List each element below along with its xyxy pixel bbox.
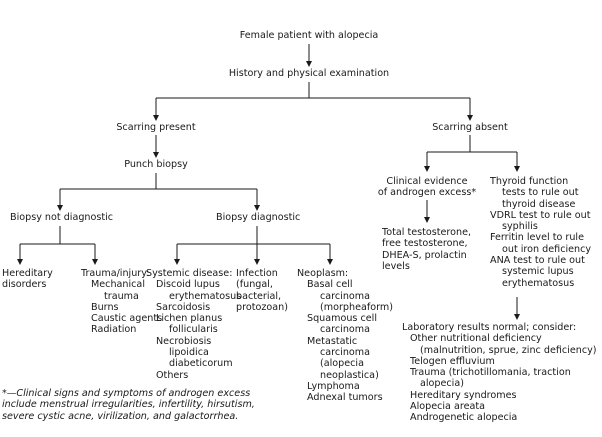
- normal-results-node: Laboratory results normal; consider: Oth…: [402, 322, 597, 424]
- other-tests-line: Thyroid function: [490, 176, 569, 187]
- other-tests-node: Thyroid function tests to rule out thyro…: [490, 176, 591, 289]
- hereditary-line: disorders: [2, 279, 47, 291]
- neoplasm-title: Neoplasm:: [297, 268, 349, 279]
- normal-results-line: alopecia): [420, 378, 464, 390]
- infection-line: bacterial,: [236, 290, 282, 302]
- systemic-item: erythematosus: [169, 290, 242, 302]
- neoplasm-item: Squamous cell: [307, 313, 377, 325]
- androgen-evidence-node: Clinical evidence of androgen excess*: [374, 176, 480, 199]
- other-tests-line: syphilis: [502, 221, 538, 233]
- trauma-item: Caustic agents: [91, 313, 163, 325]
- trauma-item: trauma: [104, 290, 139, 302]
- biopsy-diagnostic-node: Biopsy diagnostic: [216, 212, 300, 223]
- history-label: History and physical examination: [228, 68, 390, 79]
- neoplasm-tail: Lymphoma: [307, 380, 360, 392]
- footnote-line: include menstrual irregularities, infert…: [2, 399, 255, 411]
- trauma-item: Burns: [91, 301, 119, 313]
- systemic-item: Necrobiosis: [156, 335, 212, 347]
- normal-results-line: Hereditary syndromes: [410, 389, 517, 401]
- other-tests-line: VDRL test to rule out: [490, 209, 591, 221]
- normal-results-line: Telogen effluvium: [410, 355, 495, 367]
- other-tests-line: tests to rule out: [502, 187, 579, 199]
- other-tests-line: systemic lupus: [502, 266, 574, 278]
- systemic-item: lipoidica: [169, 347, 209, 359]
- biopsy-diagnostic-label: Biopsy diagnostic: [216, 212, 301, 223]
- neoplasm-item: carcinoma: [320, 347, 371, 359]
- systemic-title: Systemic disease:: [146, 268, 233, 279]
- root-label: Female patient with alopecia: [239, 30, 379, 41]
- normal-results-line: (malnutrition, sprue, zinc deficiency): [420, 344, 597, 356]
- infection-line: protozoan): [236, 301, 288, 313]
- scarring-present-label: Scarring present: [116, 122, 196, 133]
- androgen-evidence-line: of androgen excess*: [377, 187, 477, 199]
- normal-results-line: Trauma (trichotillomania, traction: [410, 367, 571, 379]
- other-tests-line: ANA test to rule out: [490, 255, 585, 267]
- normal-results-line: Other nutritional deficiency: [410, 333, 542, 345]
- other-tests-line: thyroid disease: [502, 198, 576, 210]
- systemic-node: Systemic disease: Discoid lupus erythema…: [146, 268, 241, 381]
- punch-biopsy-label: Punch biopsy: [124, 159, 188, 170]
- androgen-tests-line: Total testosterone,: [382, 227, 472, 238]
- hereditary-line: Hereditary: [2, 268, 53, 279]
- other-tests-line: out iron deficiency: [502, 243, 592, 255]
- systemic-item: Others: [156, 369, 189, 381]
- history-node: History and physical examination: [224, 68, 394, 79]
- trauma-item: Mechanical: [91, 279, 145, 291]
- other-tests-line: Ferritin level to rule: [490, 232, 584, 244]
- infection-line: Infection: [236, 268, 278, 279]
- normal-results-line: Alopecia areata: [410, 401, 485, 413]
- systemic-item: Lichen planus: [156, 313, 223, 325]
- footnote-line: severe cystic acne, virilization, and ga…: [2, 410, 239, 422]
- neoplasm-item: carcinoma: [320, 324, 371, 336]
- androgen-tests-line: DHEA-S, prolactin: [382, 249, 467, 261]
- hereditary-node: Hereditary disorders: [2, 268, 53, 291]
- systemic-item: diabeticorum: [169, 358, 233, 370]
- biopsy-not-diagnostic-label: Biopsy not diagnostic: [10, 212, 114, 223]
- footnote-line: *—Clinical signs and symptoms of androge…: [2, 388, 251, 399]
- systemic-item: follicularis: [169, 324, 218, 336]
- systemic-item: Sarcoidosis: [156, 301, 211, 313]
- trauma-title: Trauma/injury:: [81, 268, 150, 279]
- normal-results-title: Laboratory results normal; consider:: [402, 322, 577, 333]
- neoplasm-item: neoplastica): [320, 369, 379, 381]
- androgen-tests-node: Total testosterone, free testosterone, D…: [382, 227, 471, 272]
- androgen-tests-line: free testosterone,: [382, 238, 468, 250]
- neoplasm-item: (morpheaform): [320, 301, 393, 313]
- scarring-present-node: Scarring present: [104, 122, 208, 133]
- androgen-footnote: *—Clinical signs and symptoms of androge…: [2, 388, 255, 422]
- neoplasm-item: (alopecia: [320, 358, 364, 370]
- other-tests-line: erythematosus: [502, 277, 575, 289]
- scarring-absent-node: Scarring absent: [420, 122, 520, 133]
- punch-biopsy-node: Punch biopsy: [116, 159, 196, 170]
- infection-node: Infection (fungal, bacterial, protozoan): [236, 268, 288, 313]
- systemic-item: Discoid lupus: [156, 279, 220, 291]
- trauma-item: Radiation: [91, 324, 137, 336]
- biopsy-not-diagnostic-node: Biopsy not diagnostic: [10, 212, 113, 223]
- trauma-node: Trauma/injury: Mechanical trauma Burns C…: [81, 268, 162, 336]
- infection-line: (fungal,: [236, 279, 273, 291]
- normal-results-line: Androgenetic alopecia: [410, 412, 518, 424]
- neoplasm-node: Neoplasm: Basal cell carcinoma (morpheaf…: [297, 268, 393, 404]
- androgen-evidence-line: Clinical evidence: [386, 176, 468, 187]
- root-node: Female patient with alopecia: [232, 30, 386, 41]
- androgen-tests-line: levels: [382, 260, 410, 272]
- scarring-absent-label: Scarring absent: [432, 122, 508, 133]
- neoplasm-tail: Adnexal tumors: [307, 392, 383, 404]
- neoplasm-item: Basal cell: [307, 279, 353, 291]
- neoplasm-item: Metastatic: [307, 335, 358, 347]
- neoplasm-item: carcinoma: [320, 290, 371, 302]
